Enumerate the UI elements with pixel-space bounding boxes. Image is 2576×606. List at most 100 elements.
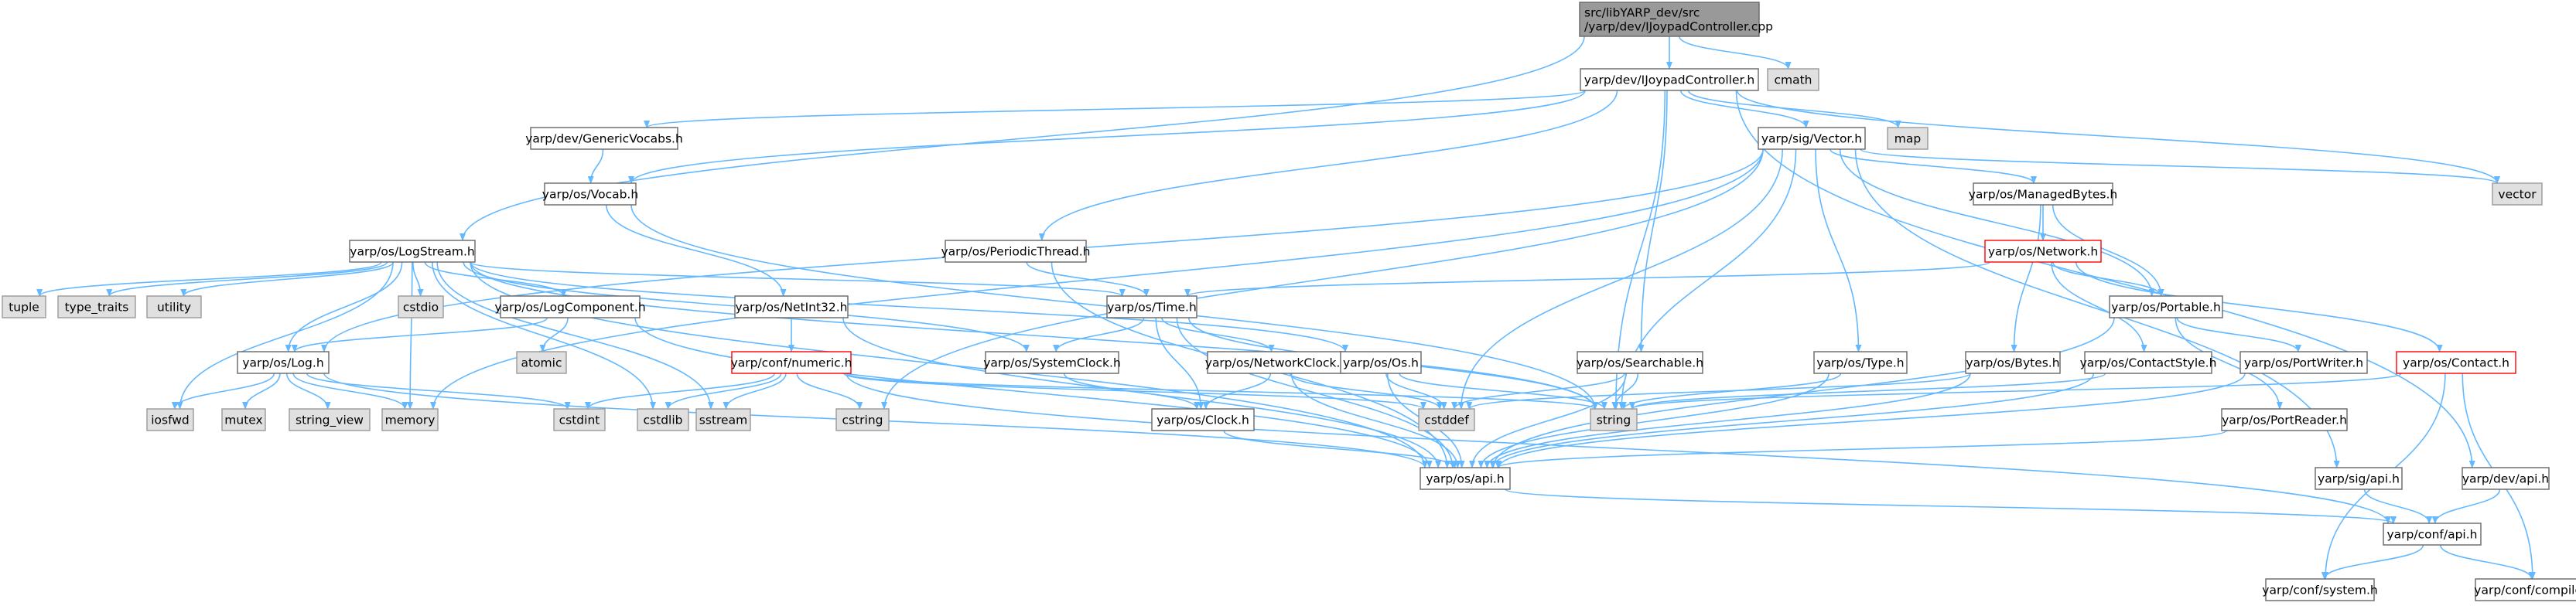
node-bytes[interactable]: yarp/os/Bytes.h — [1965, 351, 2061, 374]
node-box — [221, 408, 266, 431]
node-logstream[interactable]: yarp/os/LogStream.h — [349, 240, 476, 263]
edge-log-to-cstdint — [306, 373, 571, 410]
node-box — [2396, 351, 2516, 374]
node-type_h[interactable]: yarp/os/Type.h — [1813, 351, 1908, 374]
node-box — [835, 408, 890, 431]
node-label: yarp/os/LogStream.h — [350, 245, 474, 259]
edge-time-to-clock — [1155, 317, 1204, 410]
edge-vector_h-to-cstring — [881, 148, 1764, 410]
edge-dev_api-to-conf_api — [2431, 489, 2501, 524]
edge-portable-to-os_api — [1490, 317, 2115, 468]
edge-os_api-to-conf_api — [1505, 489, 2397, 524]
node-cstddef: cstddef — [1418, 408, 1475, 431]
node-box — [2239, 351, 2368, 374]
node-cstdio: cstdio — [398, 295, 444, 318]
node-dev_api[interactable]: yarp/dev/api.h — [2462, 467, 2550, 490]
node-networkclock[interactable]: yarp/os/NetworkClock.h — [1205, 351, 1348, 374]
node-box — [2084, 351, 2212, 374]
edge-numeric-to-conf_api — [846, 373, 2391, 524]
node-root[interactable]: src/libYARP_dev/src/yarp/dev/IJoypadCont… — [1579, 2, 1773, 37]
node-cstdlib: cstdlib — [637, 408, 689, 431]
edge-networkclock-to-os_api — [1290, 373, 1461, 468]
node-conf_compiler[interactable]: yarp/conf/compiler.h — [2474, 578, 2576, 601]
edge-ijoypad_h-to-vector_h — [1679, 90, 1809, 128]
node-box — [398, 295, 444, 318]
node-portwriter[interactable]: yarp/os/PortWriter.h — [2239, 351, 2368, 374]
edge-contactstyle-to-string — [1629, 373, 2106, 410]
node-genericvocabs[interactable]: yarp/dev/GenericVocabs.h — [525, 127, 683, 150]
edge-searchable-to-string — [1611, 373, 1639, 410]
node-log[interactable]: yarp/os/Log.h — [237, 351, 330, 374]
edge-logcomponent-to-atomic — [539, 317, 569, 352]
node-box — [2315, 467, 2403, 490]
edge-numeric-to-sstream — [723, 373, 787, 410]
edge-network-to-contact — [2075, 261, 2443, 352]
node-box — [500, 295, 641, 318]
node-label: yarp/dev/IJoypadController.h — [1584, 73, 1754, 87]
node-box — [1758, 127, 1866, 150]
node-conf_system[interactable]: yarp/conf/system.h — [2262, 578, 2378, 601]
node-box — [2109, 295, 2223, 318]
node-vector_h[interactable]: yarp/sig/Vector.h — [1758, 127, 1866, 150]
node-vocab[interactable]: yarp/os/Vocab.h — [542, 182, 638, 206]
node-label: yarp/os/PeriodicThread.h — [941, 245, 1091, 259]
edge-logstream-to-cstdlib — [432, 261, 657, 410]
node-label: cstdio — [403, 301, 439, 315]
node-box — [237, 351, 330, 374]
edge-root-to-logstream — [460, 36, 1585, 241]
edge-networkclock-to-clock — [1202, 373, 1272, 410]
node-os_api[interactable]: yarp/os/api.h — [1420, 467, 1511, 490]
node-systemclock[interactable]: yarp/os/SystemClock.h — [983, 351, 1121, 374]
node-sig_api[interactable]: yarp/sig/api.h — [2315, 467, 2403, 490]
node-atomic: atomic — [516, 351, 567, 374]
edge-logstream-to-os_h — [470, 261, 1348, 352]
node-portable[interactable]: yarp/os/Portable.h — [2109, 295, 2223, 318]
node-time[interactable]: yarp/os/Time.h — [1106, 295, 1197, 318]
edge-systemclock-to-clock — [1063, 373, 1201, 410]
node-conf_api[interactable]: yarp/conf/api.h — [2383, 523, 2482, 546]
node-cstdint: cstdint — [553, 408, 606, 431]
node-netint32[interactable]: yarp/os/NetInt32.h — [734, 295, 849, 318]
node-box — [2475, 578, 2576, 601]
edge-root-to-cmath — [1679, 36, 1792, 70]
node-label: yarp/conf/api.h — [2386, 528, 2477, 542]
node-periodicthread[interactable]: yarp/os/PeriodicThread.h — [941, 240, 1091, 263]
node-box — [544, 182, 637, 206]
node-box — [146, 408, 194, 431]
edge-vocab-to-netint32 — [606, 204, 787, 297]
node-cmath: cmath — [1767, 68, 1819, 91]
node-clock[interactable]: yarp/os/Clock.h — [1151, 408, 1255, 431]
node-managedbytes[interactable]: yarp/os/ManagedBytes.h — [1969, 182, 2118, 206]
node-box — [985, 351, 1119, 374]
node-box — [2492, 182, 2543, 206]
node-box — [1577, 351, 1703, 374]
edge-ijoypad_h-to-vocab — [628, 90, 1586, 184]
node-searchable[interactable]: yarp/os/Searchable.h — [1577, 351, 1703, 374]
edge-numeric-to-cstdlib — [664, 373, 782, 410]
node-box — [1887, 127, 1929, 150]
node-portreader[interactable]: yarp/os/PortReader.h — [2221, 408, 2348, 431]
node-box — [1813, 351, 1908, 374]
edge-network-to-contactstyle — [2051, 261, 2147, 352]
node-contactstyle[interactable]: yarp/os/ContactStyle.h — [2080, 351, 2217, 374]
node-ijoypad_h[interactable]: yarp/dev/IJoypadController.h — [1580, 68, 1759, 91]
edge-contact-to-string — [1629, 373, 2402, 410]
node-label: mutex — [224, 414, 262, 427]
node-box — [553, 408, 606, 431]
node-label: yarp/os/Vocab.h — [542, 188, 638, 202]
node-contact[interactable]: yarp/os/Contact.h — [2396, 351, 2516, 374]
node-label: yarp/os/api.h — [1426, 472, 1504, 486]
node-label: yarp/os/Portable.h — [2111, 301, 2221, 315]
node-numeric[interactable]: yarp/conf/numeric.h — [731, 351, 852, 374]
node-logcomponent[interactable]: yarp/os/LogComponent.h — [494, 295, 646, 318]
edge-bytes-to-os_api — [1484, 373, 1971, 468]
edge-logcomponent-to-log — [291, 317, 548, 352]
node-os_h[interactable]: yarp/os/Os.h — [1340, 351, 1422, 374]
node-string: string — [1590, 408, 1638, 431]
node-box — [695, 408, 751, 431]
node-network[interactable]: yarp/os/Network.h — [1984, 240, 2102, 263]
edge-periodicthread-to-time — [1026, 261, 1150, 297]
edge-logstream-to-string — [470, 261, 1598, 410]
node-label: yarp/os/NetInt32.h — [735, 301, 847, 315]
